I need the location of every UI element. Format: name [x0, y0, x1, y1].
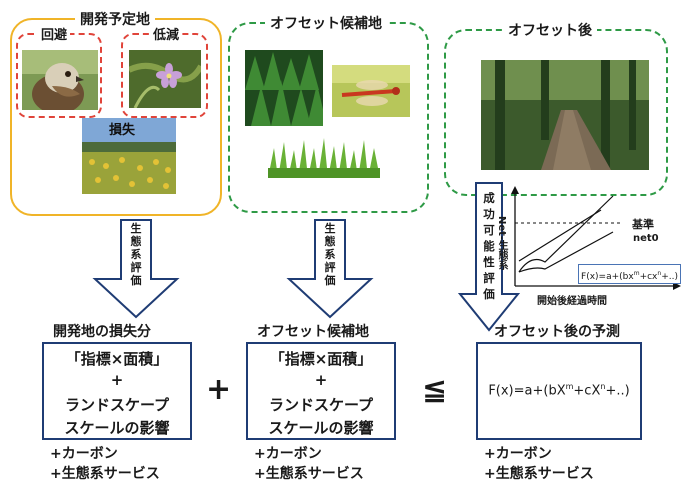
result-left-line1: 「指標×面積」 — [65, 350, 169, 368]
graph-baseline-label-1: 基準 — [632, 218, 654, 231]
eval-arrow-1 — [92, 219, 180, 319]
meadow-photo — [82, 118, 176, 194]
eval-arrow-2 — [286, 219, 374, 319]
result-middle-box: 「指標×面積」 + ランドスケープ スケールの影響 — [246, 342, 396, 440]
result-left-extra1: +カーボン — [50, 446, 118, 462]
result-right-box: F(x)=a+(bXm+cXn+..) — [476, 342, 642, 440]
result-left-line2: + — [110, 371, 124, 389]
conifer-photo — [245, 50, 323, 126]
dragonfly-photo — [332, 65, 410, 117]
result-right-title: オフセット後の予測 — [494, 324, 620, 340]
result-right-formula-sup2: n — [600, 382, 606, 391]
result-right-extra1: +カーボン — [484, 446, 552, 462]
graph-formula-b: +cx — [639, 272, 658, 282]
result-middle-line2: + — [314, 371, 328, 389]
success-arrow — [458, 182, 520, 332]
grass-photo — [268, 138, 380, 178]
result-right-formula-b: +cX — [573, 383, 601, 399]
result-right-formula-sup1: m — [565, 382, 574, 391]
reduce-label: 低減 — [150, 24, 183, 43]
result-left-extra2: +生態系サービス — [50, 466, 160, 482]
graph-formula-a: F(x)=a+(bx — [581, 272, 634, 282]
success-arrow-text: 成功可能性評価 — [483, 191, 495, 301]
curve-1 — [518, 209, 602, 262]
leq-operator: ≦ — [422, 372, 448, 407]
result-middle-title: オフセット候補地 — [257, 324, 369, 340]
development-site-title: 開発予定地 — [75, 9, 155, 29]
graph-ylabel: Net-生態系 — [496, 216, 507, 271]
eval-arrow-2-text: 生態系評価 — [324, 222, 336, 287]
curve-2 — [518, 195, 614, 273]
result-middle-line3: ランドスケープ — [268, 396, 374, 414]
result-left-line3: ランドスケープ — [64, 396, 170, 414]
eval-arrow-1-text: 生態系評価 — [130, 222, 142, 287]
graph-formula-box: F(x)=a+(bxm+cxn+..) — [578, 264, 681, 284]
graph-xlabel: 開始後経過時間 — [537, 296, 607, 307]
result-middle-extra2: +生態系サービス — [254, 466, 364, 482]
result-middle-line1: 「指標×面積」 — [269, 350, 373, 368]
result-middle-extra1: +カーボン — [254, 446, 322, 462]
graph-baseline-label-2: net0 — [633, 233, 659, 244]
result-middle-line4: スケールの影響 — [268, 419, 374, 437]
result-left-line4: スケールの影響 — [64, 419, 170, 437]
flower-photo — [129, 50, 201, 108]
graph-formula-c: +..) — [661, 272, 678, 282]
after-offset-title: オフセット後 — [503, 20, 597, 40]
result-left-title: 開発地の損失分 — [53, 324, 151, 340]
result-right-formula-a: F(x)=a+(bX — [488, 383, 566, 399]
result-right-formula: F(x)=a+(bXm+cXn+..) — [478, 382, 640, 398]
result-left-box: 「指標×面積」 + ランドスケープ スケールの影響 — [42, 342, 192, 440]
prediction-graph — [511, 186, 681, 290]
avoid-label: 回避 — [38, 24, 71, 43]
result-right-formula-c: +..) — [605, 383, 630, 399]
offset-candidate-title: オフセット候補地 — [265, 13, 387, 33]
graph-formula-sup2: n — [657, 270, 662, 277]
forest-path-photo — [481, 60, 649, 170]
hawk-photo — [22, 50, 98, 110]
graph-formula-sup1: m — [633, 270, 640, 277]
plus-operator: + — [206, 372, 232, 407]
curve-3 — [518, 231, 614, 273]
result-right-extra2: +生態系サービス — [484, 466, 594, 482]
loss-label: 損失 — [109, 123, 136, 138]
